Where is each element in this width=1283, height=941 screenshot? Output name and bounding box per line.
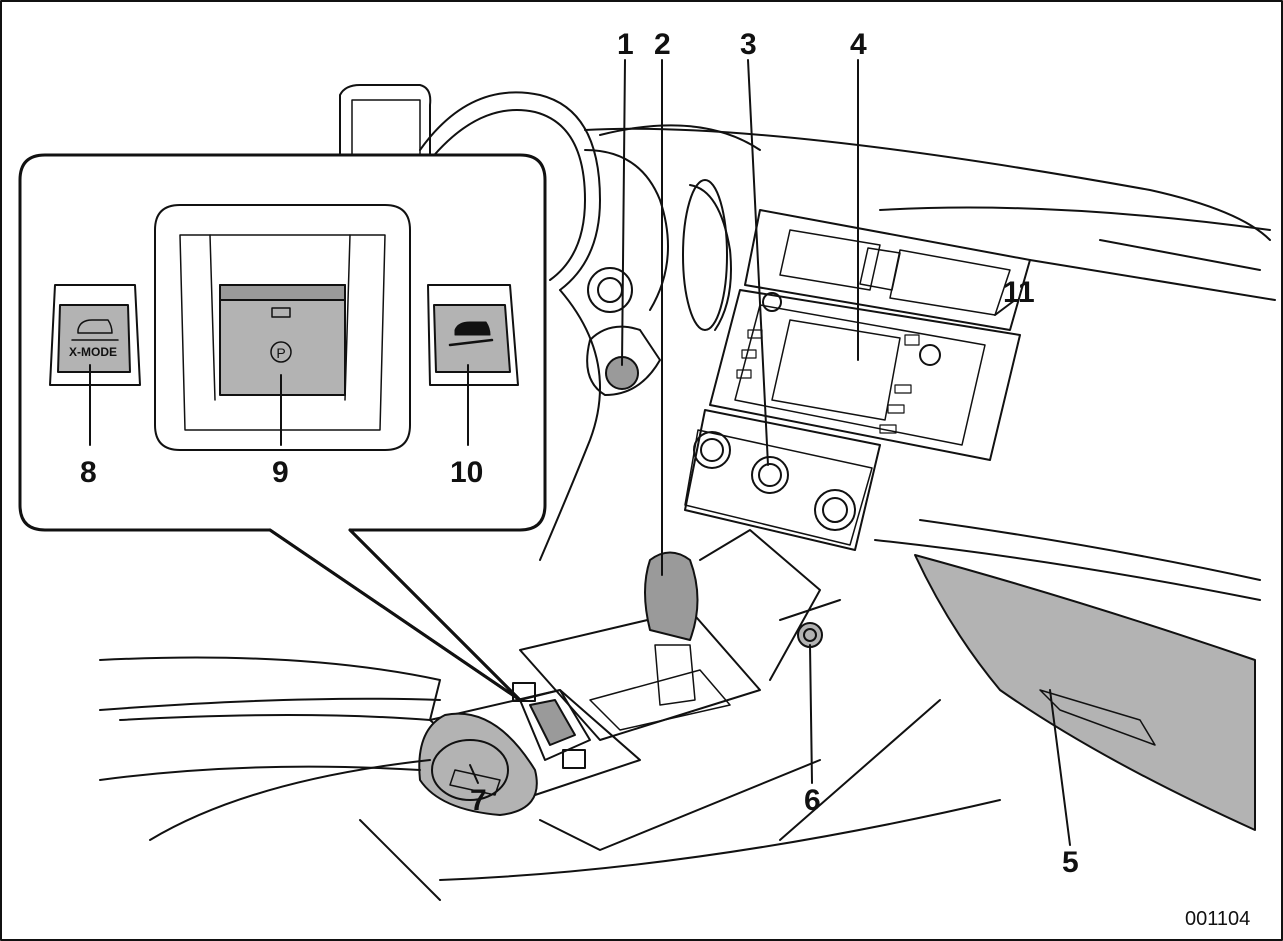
callout-10: 10 xyxy=(450,456,484,489)
instrument-cluster xyxy=(584,124,761,331)
callout-8: 8 xyxy=(80,456,97,489)
callout-6: 6 xyxy=(804,784,821,817)
parking-brake-switch: P xyxy=(154,204,411,451)
callout-4: 4 xyxy=(850,28,867,61)
callout-5: 5 xyxy=(1062,846,1079,879)
parking-icon-label: P xyxy=(276,345,285,361)
dashboard-top xyxy=(584,127,1276,301)
cup-holder xyxy=(418,712,538,816)
callout-7: 7 xyxy=(470,784,487,817)
leader-11 xyxy=(994,299,1016,316)
power-outlet xyxy=(797,622,823,648)
leader-5 xyxy=(1049,689,1071,846)
console-switches xyxy=(512,682,591,769)
glove-box xyxy=(874,519,1261,831)
inset-callout-panel xyxy=(18,153,547,702)
leader-6 xyxy=(809,644,813,784)
leader-1 xyxy=(621,59,626,366)
leader-lines xyxy=(89,59,1071,846)
callout-3: 3 xyxy=(740,28,757,61)
callout-1: 1 xyxy=(617,28,634,61)
steering-wheel xyxy=(419,91,601,561)
climate-control-panel xyxy=(684,409,881,551)
center-stack xyxy=(709,209,1031,461)
seat-lines xyxy=(99,656,1001,901)
callout-11: 11 xyxy=(1003,276,1035,309)
figure-code: 001104 xyxy=(1185,908,1251,930)
xmode-switch: X-MODE xyxy=(49,284,141,386)
leader-3 xyxy=(747,59,769,466)
leader-7 xyxy=(469,764,479,784)
hill-descent-switch xyxy=(427,284,519,386)
xmode-icon-label: X-MODE xyxy=(69,345,117,359)
callout-2: 2 xyxy=(654,28,671,61)
callout-9: 9 xyxy=(272,456,289,489)
